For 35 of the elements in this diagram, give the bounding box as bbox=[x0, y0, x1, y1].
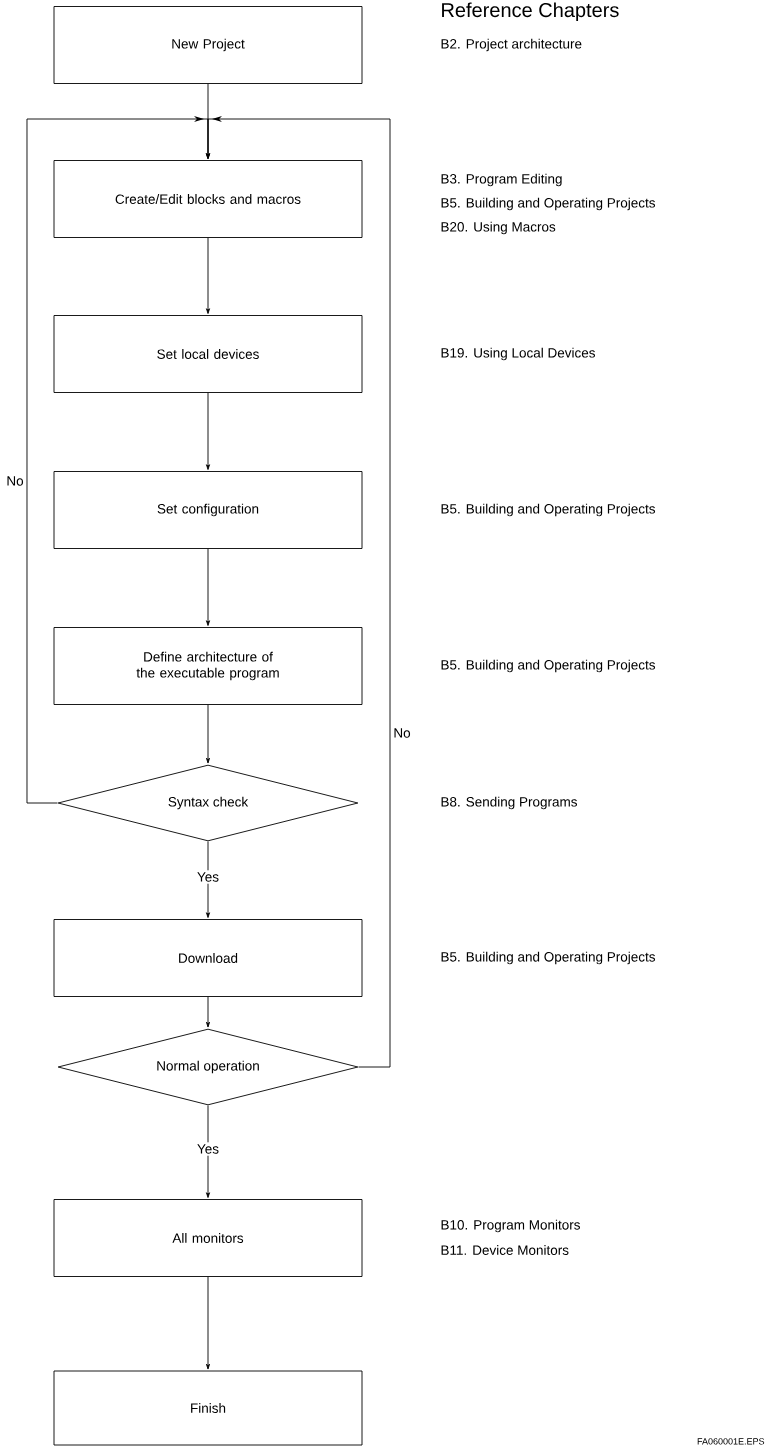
process-box: New Project bbox=[53, 6, 363, 84]
arrow bbox=[206, 841, 210, 918]
reference-text: B8. Sending Programs bbox=[441, 796, 577, 810]
edge-label: No bbox=[4, 474, 26, 488]
heading: Reference Chapters bbox=[442, 2, 619, 22]
loop-arrow bbox=[26, 116, 210, 804]
reference-text: B3. Program Editing bbox=[441, 173, 562, 187]
arrow bbox=[206, 548, 210, 626]
arrow bbox=[206, 996, 210, 1028]
reference-text: B19. Using Local Devices bbox=[441, 347, 595, 361]
process-box: Set local devices bbox=[53, 315, 363, 393]
process-box: Finish bbox=[53, 1370, 363, 1446]
arrow bbox=[206, 1105, 210, 1198]
reference-text: B2. Project architecture bbox=[441, 38, 582, 52]
process-box: Create/Edit blocks and macros bbox=[53, 160, 363, 238]
edge-label: Yes bbox=[195, 870, 221, 884]
arrow bbox=[206, 1276, 210, 1370]
edge-label: No bbox=[391, 726, 413, 740]
process-box: Set configuration bbox=[53, 471, 363, 549]
reference-text: B5. Building and Operating Projects bbox=[441, 197, 656, 211]
reference-text: B20. Using Macros bbox=[441, 221, 556, 235]
process-box: Download bbox=[53, 919, 363, 997]
arrow bbox=[206, 237, 210, 314]
loop-arrow bbox=[206, 116, 391, 1068]
process-box: Define architecture of the executable program bbox=[53, 627, 363, 705]
arrow bbox=[206, 392, 210, 470]
reference-text: B5. Building and Operating Projects bbox=[441, 503, 656, 517]
reference-text: B5. Building and Operating Projects bbox=[441, 951, 656, 965]
process-box: All monitors bbox=[53, 1199, 363, 1277]
arrow bbox=[206, 704, 210, 764]
reference-text: B5. Building and Operating Projects bbox=[441, 659, 656, 673]
reference-text: B11. Device Monitors bbox=[441, 1245, 569, 1255]
file-name: FA060001E.EPS bbox=[697, 1438, 765, 1445]
edge-label: Yes bbox=[195, 1142, 221, 1156]
reference-text: B10. Program Monitors bbox=[441, 1219, 580, 1233]
